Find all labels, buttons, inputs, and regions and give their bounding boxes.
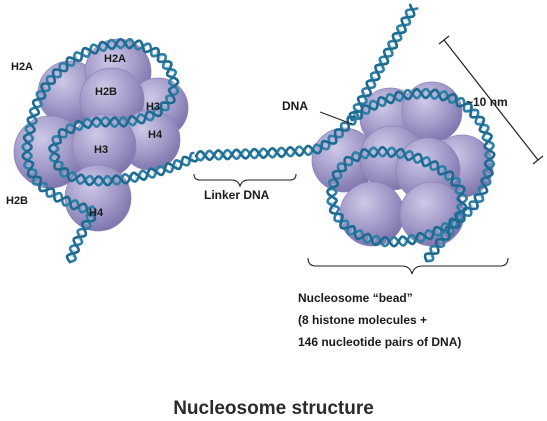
dna-backbone-strand bbox=[194, 87, 496, 248]
label-h2a-inner: H2A bbox=[104, 53, 126, 65]
label-scale: ~10 nm bbox=[466, 95, 508, 109]
label-h2b-outer: H2B bbox=[6, 195, 28, 207]
figure-caption: Nucleosome structure bbox=[173, 398, 374, 419]
linker-bracket bbox=[193, 173, 297, 188]
bead-caption-line-3: 146 nucleotide pairs of DNA) bbox=[298, 335, 461, 349]
dna-double-helix bbox=[21, 3, 496, 264]
dna-backbone-strand bbox=[423, 230, 451, 263]
label-h2a-outer: H2A bbox=[11, 61, 33, 73]
dna-pointer bbox=[319, 111, 353, 125]
bead-caption-line-1: Nucleosome “bead” bbox=[298, 291, 413, 305]
label-linker-dna: Linker DNA bbox=[204, 188, 270, 202]
label-h4-bottom: H4 bbox=[89, 207, 104, 219]
label-dna: DNA bbox=[282, 99, 308, 113]
label-h4-right: H4 bbox=[148, 129, 163, 141]
scale-bar bbox=[438, 35, 544, 165]
label-h2b-inner: H2B bbox=[95, 86, 117, 98]
dna-backbone-strand bbox=[21, 37, 199, 264]
dna-backbone-strand bbox=[348, 3, 416, 122]
label-h3-center: H3 bbox=[94, 144, 108, 156]
label-h3-right: H3 bbox=[146, 101, 160, 113]
bead-caption-line-2: (8 histone molecules + bbox=[298, 313, 427, 327]
bead-bracket bbox=[307, 257, 509, 275]
